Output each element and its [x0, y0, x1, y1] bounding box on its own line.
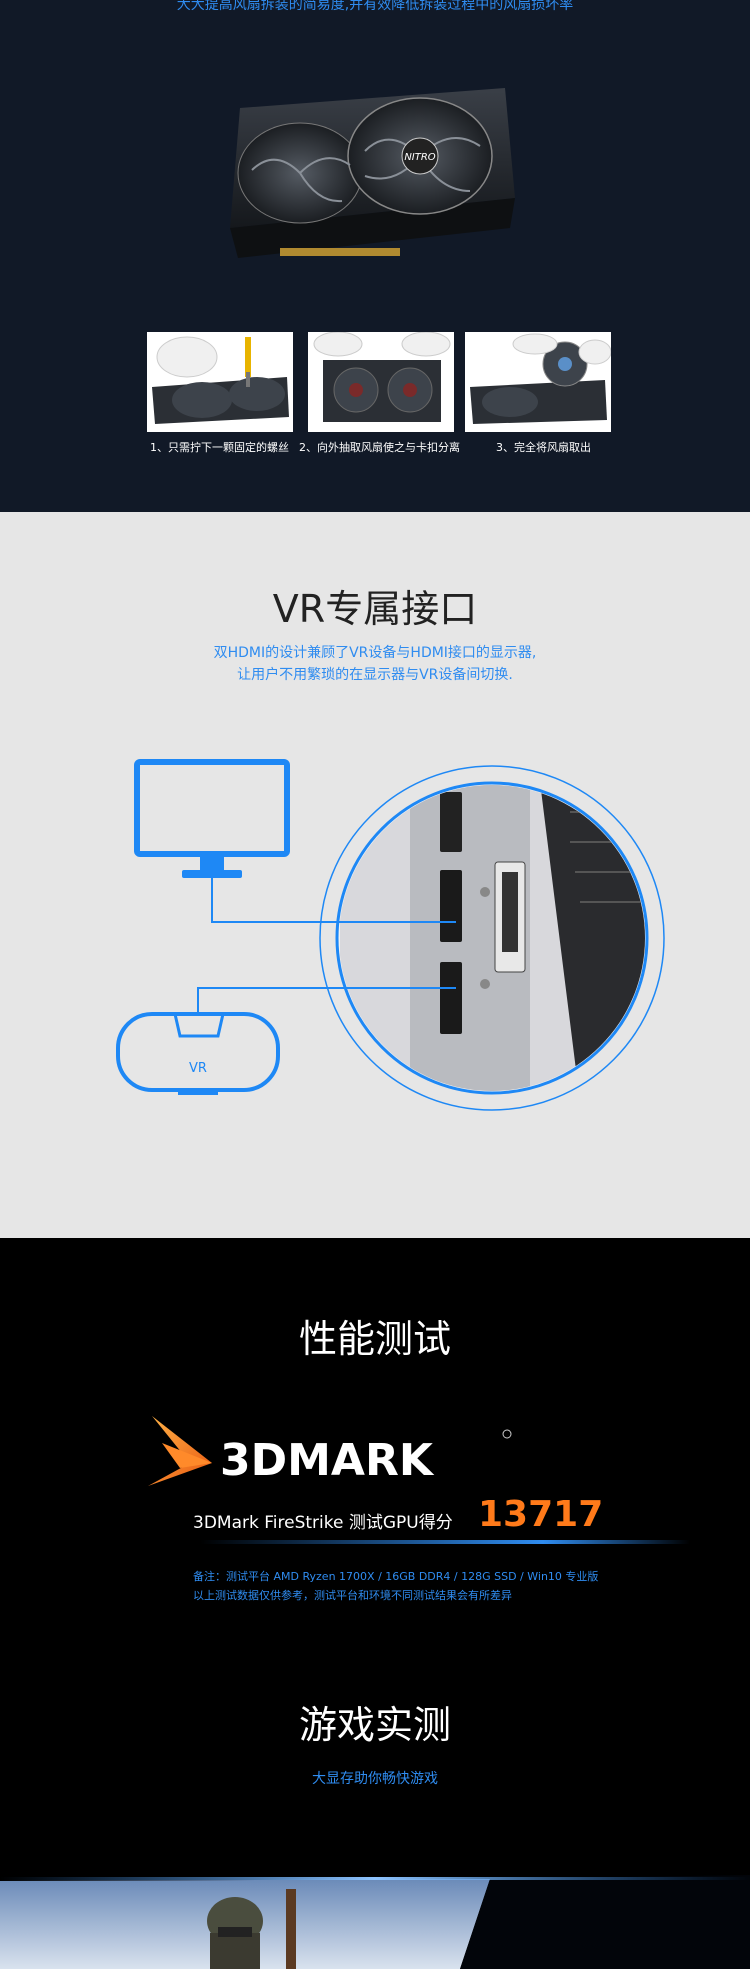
gaming-title: 游戏实测	[298, 1703, 451, 1747]
vr-description-line-1: 双HDMI的设计兼顾了VR设备与HDMI接口的显示器,	[213, 645, 537, 661]
step-2-image	[308, 332, 454, 432]
score-underline	[200, 1540, 690, 1544]
3dmark-logo: 3DMARK	[148, 1416, 512, 1486]
game-screenshot-banner	[0, 1869, 750, 1969]
vr-connection-diagram: VR	[116, 759, 665, 1111]
step-1-image	[147, 332, 293, 432]
fan-removal-section: 大大提高风扇拆装的简易度,并有效降低拆装过程中的风扇损坏率 NITRO	[0, 0, 750, 512]
gpu-product-image: NITRO	[230, 88, 515, 258]
monitor-icon	[134, 759, 290, 878]
vr-section-title: VR专属接口	[272, 587, 478, 631]
vr-hdmi-cable	[197, 987, 456, 1014]
vr-headset-icon: VR	[116, 1012, 280, 1095]
monitor-hdmi-cable	[211, 878, 456, 923]
vr-description-line-2: 让用户不用繁琐的在显示器与VR设备间切换.	[237, 667, 513, 683]
test-note-line-1: 备注：测试平台 AMD Ryzen 1700X / 16GB DDR4 / 12…	[193, 1570, 599, 1583]
vr-section: VR专属接口 双HDMI的设计兼顾了VR设备与HDMI接口的显示器, 让用户不用…	[0, 512, 750, 1238]
gpu-brand-logo: NITRO	[404, 152, 435, 163]
step-1-caption: 1、只需拧下一颗固定的螺丝	[150, 441, 289, 454]
benchmark-section: 性能测试 3DMARK 3DMark FireStrike 测试GPU得分 13…	[0, 1238, 750, 1969]
fan-section-description: 大大提高风扇拆装的简易度,并有效降低拆装过程中的风扇损坏率	[176, 0, 574, 13]
3dmark-logo-text: 3DMARK	[220, 1435, 435, 1486]
step-3-image	[465, 332, 611, 432]
score-value: 13717	[478, 1494, 604, 1535]
benchmark-title: 性能测试	[298, 1317, 451, 1361]
soldier-character	[207, 1889, 296, 1969]
vr-headset-label: VR	[189, 1061, 207, 1076]
score-label: 3DMark FireStrike 测试GPU得分	[193, 1513, 453, 1533]
3dmark-emblem-icon	[148, 1416, 212, 1486]
step-3-caption: 3、完全将风扇取出	[496, 441, 591, 454]
step-2-caption: 2、向外抽取风扇使之与卡扣分离	[299, 441, 460, 454]
gaming-subtitle: 大显存助你畅快游戏	[312, 1771, 438, 1787]
test-note-line-2: 以上测试数据仅供参考，测试平台和环境不同测试结果会有所差异	[193, 1589, 512, 1602]
